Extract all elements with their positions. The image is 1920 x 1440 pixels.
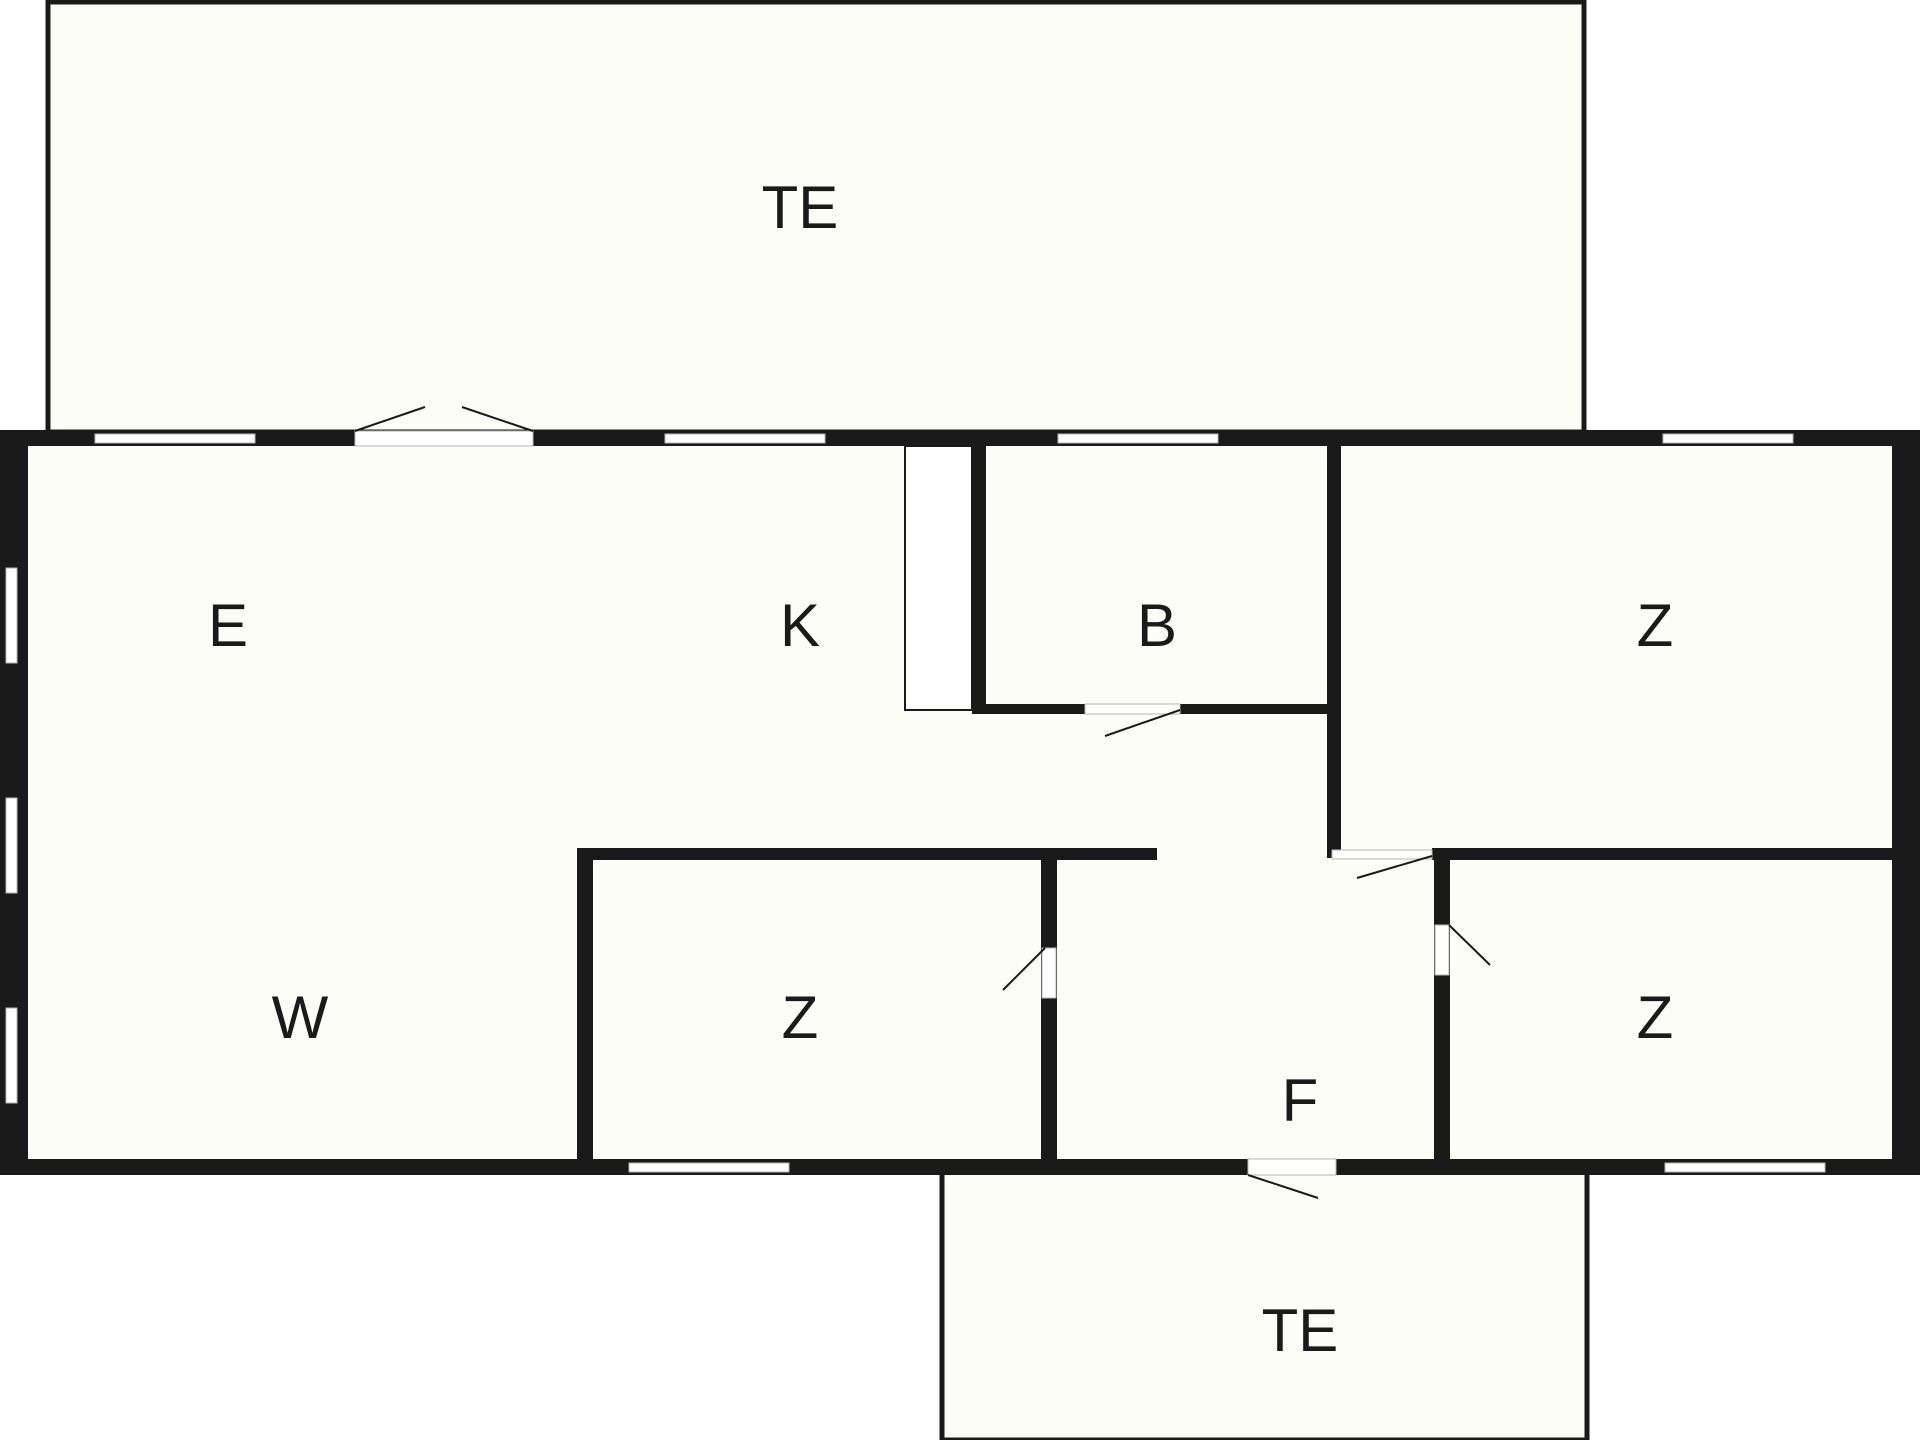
room-label-terrace-bottom: TE [1262, 1297, 1339, 1364]
room-label-bathroom: B [1137, 592, 1177, 659]
room-label-bedroom-center: Z [782, 984, 819, 1051]
room-label-kitchen: K [780, 592, 820, 659]
doors [354, 406, 1491, 1199]
room-label-hall: F [1282, 1067, 1319, 1134]
room-label-bedroom-bottom-right: Z [1637, 984, 1674, 1051]
kitchen-closet [904, 445, 973, 711]
windows [5, 433, 1826, 1173]
terrace-bottom [939, 1162, 1590, 1440]
room-label-terrace-top: TE [762, 174, 839, 241]
room-label-bedroom-top-right: Z [1637, 592, 1674, 659]
interior-walls [577, 446, 1902, 1163]
room-label-dining: E [208, 592, 248, 659]
room-label-living: W [272, 984, 329, 1051]
terrace-top [45, 0, 1587, 435]
